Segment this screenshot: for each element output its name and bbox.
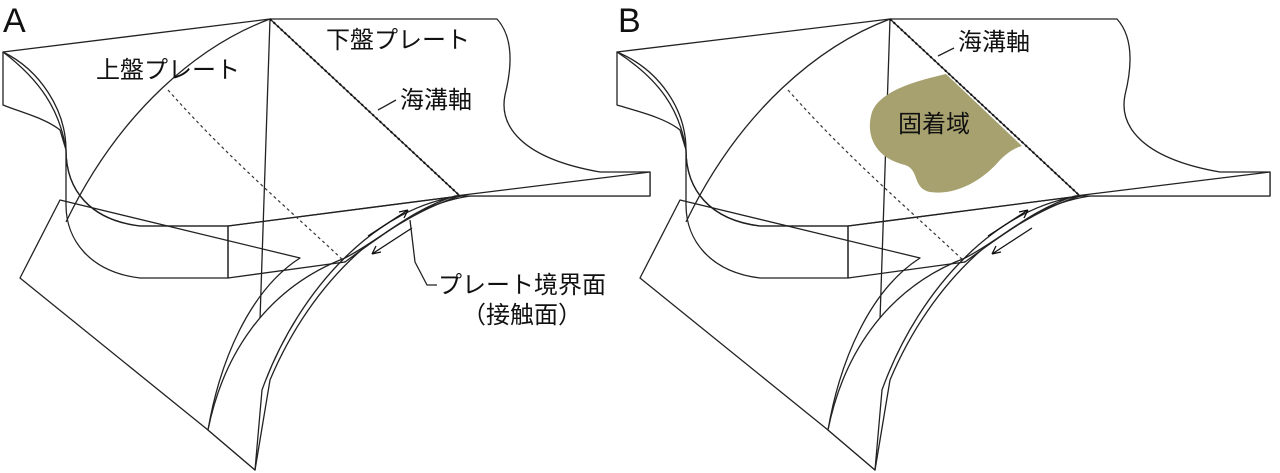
panel-a-boundary-label-line2: （接触面） — [462, 301, 582, 329]
panel-b-upper-plate-front-face — [847, 195, 1081, 279]
panel-a-slip-arrow-down — [371, 227, 413, 255]
panel-a-curve-line — [65, 18, 271, 223]
panel-a-boundary-label-line1: プレート境界面 — [438, 271, 606, 299]
panel-a-upper-plate-label: 上盤プレート — [96, 56, 240, 84]
panel-a-hidden-line — [167, 89, 346, 263]
panel-b-trench-leader — [937, 47, 955, 57]
panel-b-trench-axis — [889, 18, 1081, 197]
panel-a-trench-leader — [377, 99, 397, 111]
panel-b-locked-zone-label: 固着域 — [898, 110, 970, 138]
panel-b-letter: B — [618, 2, 641, 40]
panel-b: B 海溝軸 固着域 — [616, 2, 1271, 471]
panel-a-slip-arrow-up — [367, 209, 409, 237]
panel-b-slip-arrow-down — [991, 227, 1033, 255]
panel-a-lower-plate — [19, 18, 651, 471]
panel-a-upper-plate-left-face — [2, 51, 67, 151]
panel-b-hidden-line — [787, 89, 966, 263]
panel-a-trench-axis — [269, 18, 461, 197]
panel-a-letter: A — [3, 2, 26, 40]
panel-a-upper-plate-front-face — [227, 195, 461, 279]
panel-b-trench-axis-label: 海溝軸 — [958, 28, 1030, 56]
panel-a-trench-axis-label: 海溝軸 — [400, 86, 472, 114]
panel-a-lower-plate-label: 下盤プレート — [326, 26, 470, 54]
panel-b-locked-zone — [869, 74, 1022, 193]
panel-b-upper-plate-top — [616, 18, 1081, 227]
panel-b-slip-arrow-up — [987, 209, 1029, 237]
panel-a-boundary-leader — [409, 219, 437, 286]
panel-b-curve-line — [685, 18, 891, 223]
panel-a: A 上盤プレート 下盤プレート 海溝軸 プレート境界面 （接触面） — [2, 2, 651, 471]
panel-b-upper-plate-left-face — [616, 51, 687, 151]
panel-a-upper-plate-top — [2, 18, 461, 227]
